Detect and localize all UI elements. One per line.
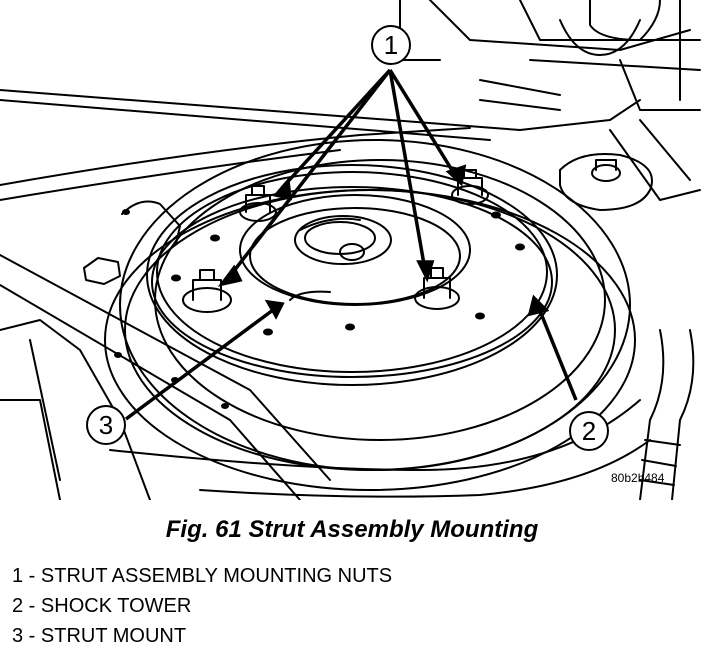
callout-2-label: 2 [582, 416, 596, 446]
legend-list: 1 - STRUT ASSEMBLY MOUNTING NUTS 2 - SHO… [12, 561, 392, 651]
legend-item: 2 - SHOCK TOWER [12, 595, 192, 617]
legend-text: SHOCK TOWER [40, 595, 192, 617]
callout-3-label: 3 [99, 410, 113, 440]
legend-item: 1 - STRUT ASSEMBLY MOUNTING NUTS [12, 565, 393, 587]
mounting-nut-left-top [239, 185, 277, 222]
callout-2-circle [569, 411, 609, 451]
figure-caption: Fig. 61 Strut Assembly Mounting [165, 516, 539, 543]
callout-1-label: 1 [384, 30, 398, 60]
legend-number: 2 [12, 595, 24, 617]
legend-number: 1 [12, 565, 24, 587]
legend-item: 3 - STRUT MOUNT [12, 625, 187, 647]
legend-text: STRUT MOUNT [40, 625, 187, 647]
mounting-nut-right-bottom [414, 267, 460, 310]
callout-1-circle [371, 25, 411, 65]
legend-text: STRUT ASSEMBLY MOUNTING NUTS [40, 565, 393, 587]
mounting-nut-left-bottom [182, 269, 232, 313]
strut-assembly-illustration: 1 2 3 [0, 0, 701, 500]
callout-3-circle [86, 405, 126, 445]
legend-number: 3 [12, 625, 24, 647]
figure-code: 80b2b484 [611, 471, 665, 485]
